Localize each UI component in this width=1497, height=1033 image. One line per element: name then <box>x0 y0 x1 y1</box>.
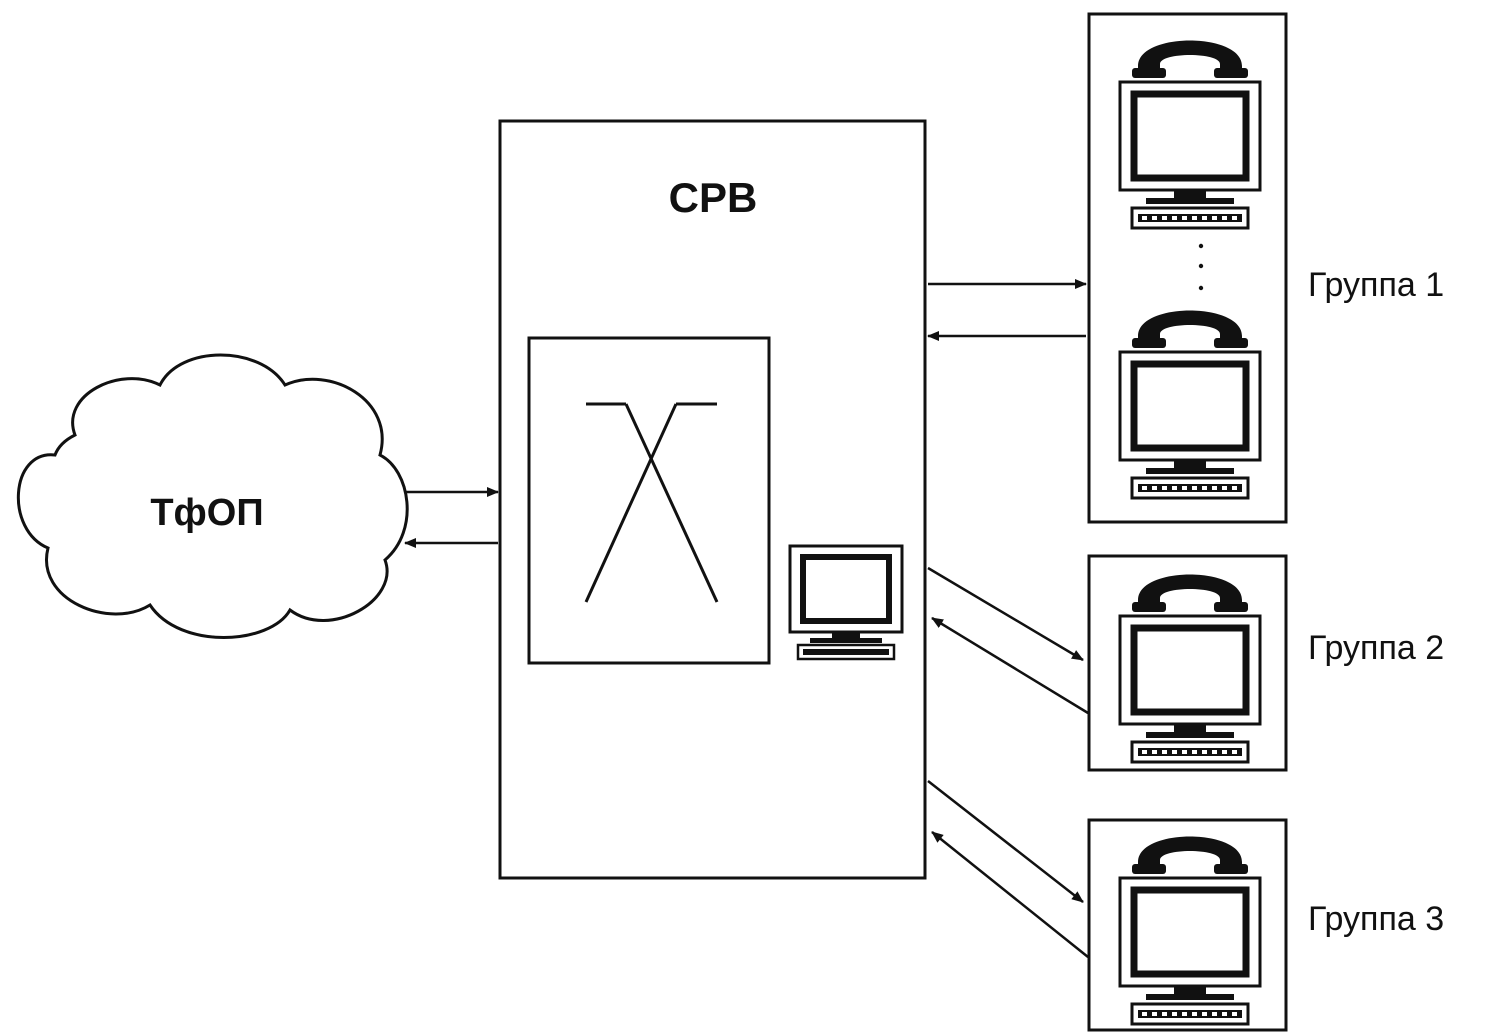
group-3-link <box>927 780 1089 958</box>
pstn-link <box>404 487 499 548</box>
pstn-cloud: ТфОП <box>17 353 409 639</box>
srv-title: СРВ <box>669 174 758 221</box>
cloud-label: ТфОП <box>150 492 263 534</box>
group-3-label: Группа 3 <box>1308 900 1444 938</box>
group-1: Группа 1 <box>1087 12 1444 524</box>
crossbar-switch-icon <box>527 336 771 665</box>
cloud-icon <box>17 353 409 639</box>
group-1-link <box>927 279 1087 341</box>
group-2-link <box>927 566 1089 715</box>
vertical-ellipsis-icon <box>1198 243 1204 291</box>
group-2: Группа 2 <box>1087 554 1444 772</box>
group-1-label: Группа 1 <box>1308 266 1444 304</box>
group-2-label: Группа 2 <box>1308 629 1444 667</box>
computer-terminal-icon <box>788 544 904 661</box>
group-3: Группа 3 <box>1087 818 1444 1032</box>
srv-box: СРВ <box>498 119 927 880</box>
